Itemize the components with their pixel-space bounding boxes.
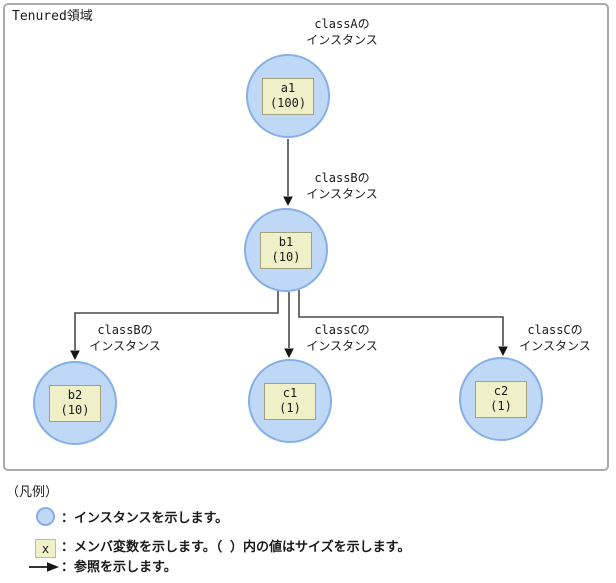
class-name-text: classCの [314,323,370,337]
instance-node-a1: a1 (100) [246,54,330,138]
node-label-c2: classCの インスタンス [505,322,605,354]
member-box-icon-label: x [41,541,50,556]
instance-node-c1: c1 (1) [248,359,332,443]
instance-text: インスタンス [306,187,378,201]
node-label-b1: classBの インスタンス [292,170,392,202]
member-box-c1: c1 (1) [264,382,316,420]
member-name: b2 [67,388,83,402]
member-name: b1 [278,235,294,249]
instance-text: インスタンス [306,33,378,47]
tenured-region-title: Tenured領域 [12,9,93,24]
reference-arrow-icon [29,562,59,572]
member-box-a1: a1 (100) [262,77,314,115]
class-name-text: classCの [527,323,583,337]
legend-title: （凡例） [6,485,59,500]
instance-node-b1: b1 (10) [244,208,328,292]
member-size: (100) [269,96,307,110]
member-size: (1) [279,401,301,415]
legend-member-text: ：メンバ変数を示します。（ ）内の値はサイズを示します。 [61,540,411,555]
class-name-text: classBの [97,323,153,337]
member-box-icon: x [35,539,56,558]
node-label-a1: classAの インスタンス [292,16,392,48]
instance-node-b2: b2 (10) [33,361,117,445]
instance-circle-icon [36,507,55,526]
node-label-b2: classBの インスタンス [75,322,175,354]
node-label-c1: classCの インスタンス [292,322,392,354]
member-name: a1 [280,81,296,95]
class-name-text: classBの [314,171,370,185]
member-size: (10) [271,250,301,264]
member-box-c2: c2 (1) [475,380,527,418]
instance-node-c2: c2 (1) [459,357,543,441]
member-size: (10) [60,403,90,417]
legend-reference-text: ：参照を示します。 [61,560,177,575]
member-size: (1) [490,399,512,413]
legend-instance-text: ：インスタンスを示します。 [61,511,229,526]
instance-text: インスタンス [306,339,378,353]
member-box-b2: b2 (10) [49,384,101,422]
member-name: c1 [282,386,298,400]
member-box-b1: b1 (10) [260,231,312,269]
instance-text: インスタンス [519,339,591,353]
instance-text: インスタンス [89,339,161,353]
member-name: c2 [493,384,509,398]
class-name-text: classAの [314,17,370,31]
